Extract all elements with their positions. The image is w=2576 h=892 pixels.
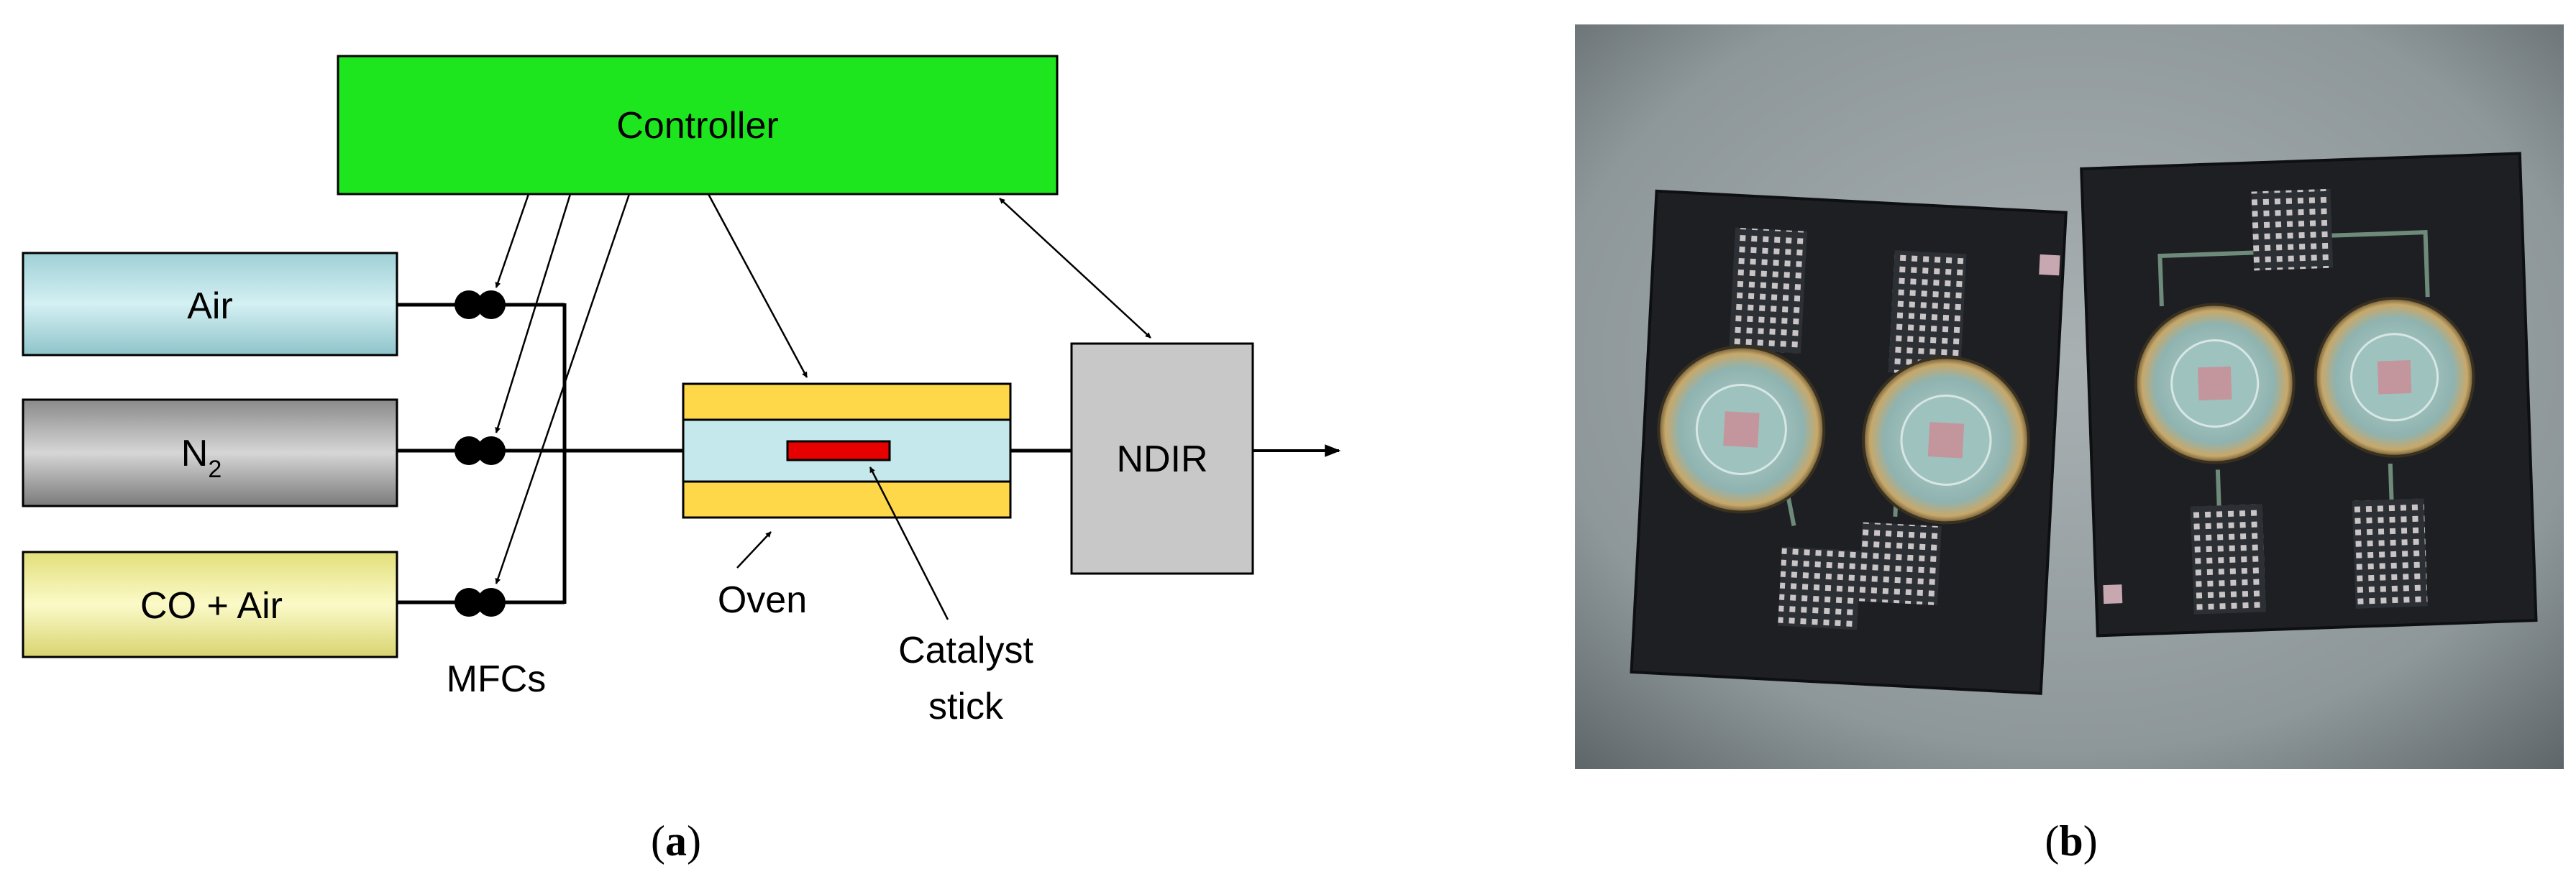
caption-a: (a): [651, 817, 701, 865]
catalyst-stick: [786, 440, 891, 461]
control-line-n2-mfc: [495, 193, 572, 433]
control-line-oven: [707, 193, 808, 378]
caption-b-letter: b: [2059, 817, 2083, 865]
panel-a-diagram: Controller Air N2 CO + Air MFCs: [22, 55, 1341, 865]
mfc-air: [455, 290, 506, 319]
control-line-air-mfc: [495, 193, 530, 288]
mfcs-label: MFCs: [447, 658, 547, 700]
n2-source-label-sub: 2: [208, 456, 221, 483]
co-air-source-label: CO + Air: [140, 585, 283, 627]
mfc-co-air: [455, 588, 506, 617]
catalyst-label-line2: stick: [928, 686, 1004, 727]
oven-top-heater: [682, 382, 1012, 421]
oven-label: Oven: [718, 579, 807, 621]
air-source-box: [22, 252, 398, 357]
controller-box: [337, 55, 1059, 196]
control-line-ndir[interactable]: [999, 198, 1151, 339]
mfc-n2: [455, 436, 506, 465]
control-line-co-air-mfc: [495, 193, 631, 584]
n2-source-label-main: N: [181, 433, 209, 474]
caption-a-letter: a: [665, 817, 687, 865]
n2-source-box: [22, 398, 398, 507]
ndir-label: NDIR: [1116, 438, 1207, 480]
catalyst-pointer: [869, 466, 949, 620]
controller-label: Controller: [616, 105, 778, 147]
chip-left: [1630, 189, 2068, 695]
chip-right: [2080, 152, 2538, 638]
oven-pointer: [736, 531, 772, 569]
caption-b: (b): [2045, 817, 2097, 865]
air-source-label: Air: [187, 285, 233, 327]
n2-source-label: N2: [181, 433, 221, 483]
panel-b-photo: (b): [1575, 24, 2564, 865]
co-air-source-box: [22, 551, 398, 658]
catalyst-label-line1: Catalyst: [898, 630, 1033, 671]
ndir-box: [1070, 342, 1254, 575]
oven-bottom-heater: [682, 480, 1012, 519]
